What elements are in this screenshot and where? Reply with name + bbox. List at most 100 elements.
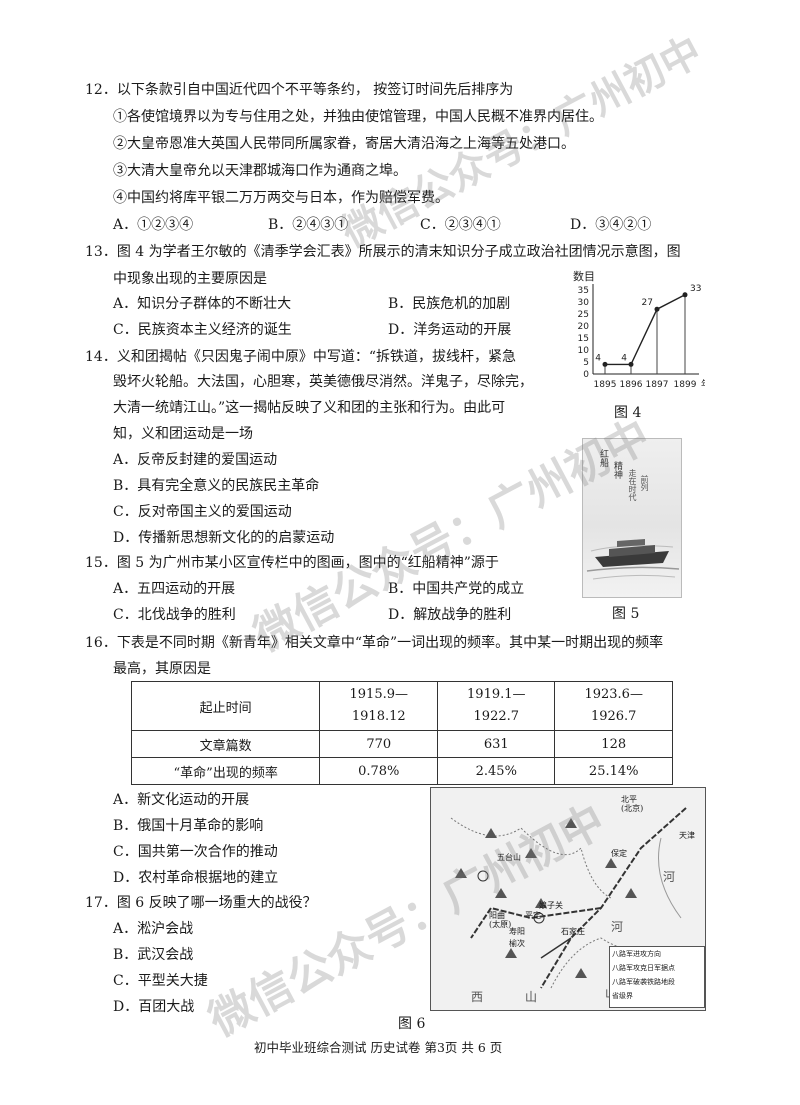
q15-option-b: B．中国共产党的成立: [388, 581, 525, 597]
q12-item-4: ④中国约将库平银二万万两交与日本，作为赔偿军费。: [113, 190, 449, 206]
q14-option-a: A．反帝反封建的爱国运动: [113, 452, 278, 468]
period-2-start: 1919.1—: [467, 687, 526, 702]
figure-4-caption: 图 4: [614, 405, 642, 421]
table-cell: 631: [437, 730, 556, 758]
y-tick-label: 20: [578, 322, 590, 332]
q14-line4: 知，义和团运动是一场: [113, 426, 253, 442]
period-1-start: 1915.9—: [349, 687, 409, 702]
x-tick-label: 1897: [646, 380, 669, 390]
y-tick-label: 5: [583, 358, 589, 368]
q14-option-b: B．具有完全意义的民族民主革命: [113, 478, 320, 494]
q17-option-c: C．平型关大捷: [113, 973, 208, 989]
table-row: “革命”出现的频率 0.78% 2.45% 25.14%: [130, 757, 673, 785]
q15-stem: 15．图 5 为广州市某小区宣传栏中的图画，图中的“红船精神”源于: [85, 555, 499, 571]
figure-6-map: 北平 (北京) 天津 保定 石家庄 阳曲 (太原) 榆次 山 西 河 北 山 东…: [430, 787, 706, 1011]
q17-option-b: B．武汉会战: [113, 947, 194, 963]
poster-title-4: 前列: [640, 475, 649, 491]
table-row: 起止时间 1915.9— 1918.12 1919.1— 1922.7 1923…: [130, 681, 673, 731]
table-cell: 0.78%: [319, 757, 439, 785]
q12-stem: 12．以下条款引自中国近代四个不平等条约， 按签订时间先后排序为: [85, 82, 514, 98]
period-3-start: 1923.6—: [584, 687, 643, 702]
q17-option-d: D．百团大战: [113, 999, 195, 1015]
q12-item-3: ③大清大皇帝允以天津郡城海口作为通商之埠。: [113, 163, 407, 179]
map-legend: 八路军进攻方向 八路军攻克日军据点 八路军破袭铁路地段 省级界: [609, 946, 705, 1008]
figure-5-poster: 红船 精神 走在时代 前列: [582, 438, 682, 598]
map-label-beiping: 北平: [621, 795, 637, 804]
q13-option-c: C．民族资本主义经济的诞生: [113, 322, 292, 338]
table-header-cell: 文章篇数: [130, 730, 321, 758]
map-label-yangqu: 阳曲: [489, 911, 505, 920]
q16-option-d: D．农村革命根据地的建立: [113, 870, 279, 886]
map-label-shijiazhuang: 石家庄: [561, 927, 585, 936]
map-label-baoding: 保定: [611, 849, 627, 858]
table-cell: 770: [319, 730, 439, 758]
y-tick-label: 30: [578, 298, 590, 308]
q16-option-a: A．新文化运动的开展: [113, 792, 250, 808]
period-1-end: 1918.12: [351, 709, 406, 724]
q14-line1: 14．义和团揭帖《只因鬼子闹中原》中写道：“拆铁道，拔线杆，紧急: [85, 349, 516, 365]
data-point: [602, 361, 608, 367]
period-3-end: 1926.7: [590, 709, 637, 724]
legend-item-captured: 八路军攻克日军据点: [612, 964, 675, 972]
map-label-tianjin: 天津: [679, 831, 695, 840]
table-cell: 2.45%: [437, 757, 556, 785]
q12-option-a: A．①②③④: [113, 217, 194, 233]
x-tick-label: 1895: [594, 380, 617, 390]
table-cell: 1919.1— 1922.7: [437, 681, 556, 731]
poster-title-1: 红船: [598, 449, 608, 467]
poster-title-3: 走在时代: [628, 469, 637, 501]
q12-option-c: C．②③④①: [420, 217, 501, 233]
table-header-cell: “革命”出现的频率: [130, 757, 321, 785]
table-row: 文章篇数 770 631 128: [130, 730, 673, 758]
map-label-shan: 山: [525, 990, 538, 1004]
page-footer: 初中毕业班综合测试 历史试卷 第3页 共 6 页: [254, 1040, 503, 1055]
map-label-pingding: 平定: [525, 911, 541, 920]
data-label: 4: [595, 353, 601, 363]
q14-line2: 毁坏火轮船。大法国，心胆寒，英美德俄尽消然。洋鬼子，尽除完，: [113, 374, 533, 390]
map-drawing: [450, 807, 687, 989]
q13-option-b: B．民族危机的加剧: [388, 296, 511, 312]
y-tick-label: 25: [578, 310, 589, 320]
q13-option-a: A．知识分子群体的不断壮大: [113, 296, 292, 312]
q12-item-1: ①各使馆境界以为专与住用之处，并独由使馆管理，中国人民概不准界内居住。: [113, 109, 603, 125]
table-cell: 1915.9— 1918.12: [319, 681, 439, 731]
q16-option-b: B．俄国十月革命的影响: [113, 818, 264, 834]
map-label-yuci: 榆次: [509, 939, 525, 948]
q14-option-d: D．传播新思想新文化的的启蒙运动: [113, 530, 335, 546]
poster-title-2: 精神: [612, 461, 622, 479]
y-tick-label: 10: [578, 346, 590, 356]
q16-stem-line1: 16．下表是不同时期《新青年》相关文章中“革命”一词出现的频率。其中某一时期出现…: [85, 635, 664, 651]
x-tick-label: 1896: [620, 380, 643, 390]
table-header-cell: 起止时间: [130, 681, 321, 731]
figure-5-caption: 图 5: [612, 606, 640, 622]
data-point: [654, 306, 660, 312]
q12-item-2: ②大皇帝恩准大英国人民带同所属家眷，寄居大清沿海之上海等五处港口。: [113, 136, 575, 152]
x-tick-label: 1899: [674, 380, 697, 390]
q13-stem-line2: 中现象出现的主要原因是: [113, 271, 267, 287]
red-boat-illustration: [586, 539, 680, 580]
q15-option-d: D．解放战争的胜利: [388, 607, 512, 623]
q12-option-d: D．③④②①: [570, 217, 652, 233]
q13-option-d: D．洋务运动的开展: [388, 322, 512, 338]
frequency-table: 起止时间 1915.9— 1918.12 1919.1— 1922.7 1923…: [130, 681, 673, 785]
map-label-he: 河: [611, 920, 624, 934]
q16-stem-line2: 最高，其原因是: [113, 661, 211, 677]
map-label-river: 河: [663, 870, 676, 884]
q17-stem: 17．图 6 反映了哪一场重大的战役？: [85, 895, 317, 911]
data-label: 4: [621, 353, 627, 363]
data-label: 33: [690, 284, 701, 294]
y-tick-label: 0: [583, 370, 589, 380]
q16-option-c: C．国共第一次合作的推动: [113, 844, 278, 860]
q15-option-c: C．北伐战争的胜利: [113, 607, 236, 623]
q14-option-c: C．反对帝国主义的爱国运动: [113, 504, 292, 520]
table-cell: 128: [554, 730, 673, 758]
map-label-taiyuan: (太原): [489, 920, 512, 929]
map-label-xi: 西: [471, 990, 484, 1004]
y-tick-label: 35: [578, 286, 589, 296]
data-label: 27: [642, 298, 653, 308]
q15-option-a: A．五四运动的开展: [113, 581, 236, 597]
q14-line3: 大清一统靖江山。”这一揭帖反映了义和团的主张和行为。由此可: [113, 400, 506, 416]
legend-item-attack: 八路军进攻方向: [612, 950, 661, 958]
data-point: [628, 361, 634, 367]
legend-item-border: 省级界: [612, 992, 633, 1000]
